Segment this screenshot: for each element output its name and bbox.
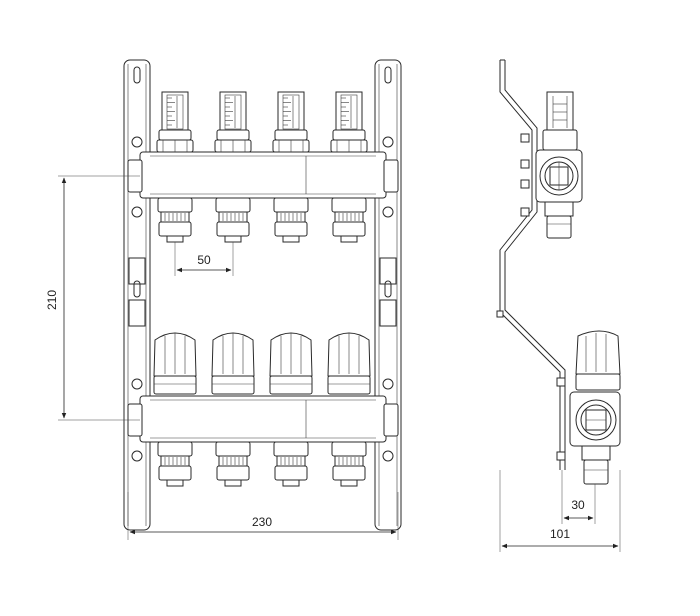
spacing-dimension-label: 50	[197, 253, 211, 267]
outlet-fitting	[215, 441, 251, 487]
dimension-230: 230	[127, 492, 399, 540]
width-dimension-label: 230	[252, 515, 272, 529]
dimension-50: 50	[174, 242, 234, 276]
flowmeter	[214, 91, 252, 153]
side-upper-assembly	[535, 91, 583, 239]
valve-knob	[153, 332, 197, 395]
flowmeter	[272, 91, 310, 153]
flowmeter-row	[156, 91, 368, 153]
front-view	[123, 59, 402, 531]
offset-dimension-label: 30	[571, 498, 585, 512]
left-mounting-bracket	[123, 59, 151, 531]
flowmeter	[330, 91, 368, 153]
side-bracket-profile	[499, 60, 561, 470]
outlet-fitting	[331, 441, 367, 487]
flowmeter	[156, 91, 194, 153]
side-mount-point	[496, 310, 504, 318]
outlet-fitting	[331, 197, 367, 243]
height-dimension-label: 210	[45, 290, 59, 310]
dimension-210: 210	[45, 175, 140, 421]
side-lower-assembly	[569, 330, 621, 485]
outlet-fitting	[273, 197, 309, 243]
dimension-30: 30	[561, 470, 596, 524]
outlet-fitting-rows	[157, 197, 367, 487]
right-mounting-bracket	[374, 59, 402, 531]
side-view: 30 101	[496, 59, 621, 552]
valve-knob	[269, 332, 313, 395]
depth-dimension-label: 101	[550, 527, 570, 541]
outlet-fitting	[157, 197, 193, 243]
keyhole-slot-icon	[384, 66, 392, 84]
lower-manifold-bar	[127, 395, 399, 443]
valve-knob	[327, 332, 371, 395]
outlet-fitting	[215, 197, 251, 243]
dimension-101: 101	[499, 470, 621, 552]
valve-knob	[211, 332, 255, 395]
keyhole-slot-icon	[133, 66, 141, 84]
outlet-fitting	[157, 441, 193, 487]
upper-manifold-bar	[127, 151, 399, 199]
valve-knob-row	[153, 332, 371, 395]
keyhole-slot-icon	[384, 280, 392, 298]
outlet-fitting	[273, 441, 309, 487]
keyhole-slot-icon	[133, 280, 141, 298]
